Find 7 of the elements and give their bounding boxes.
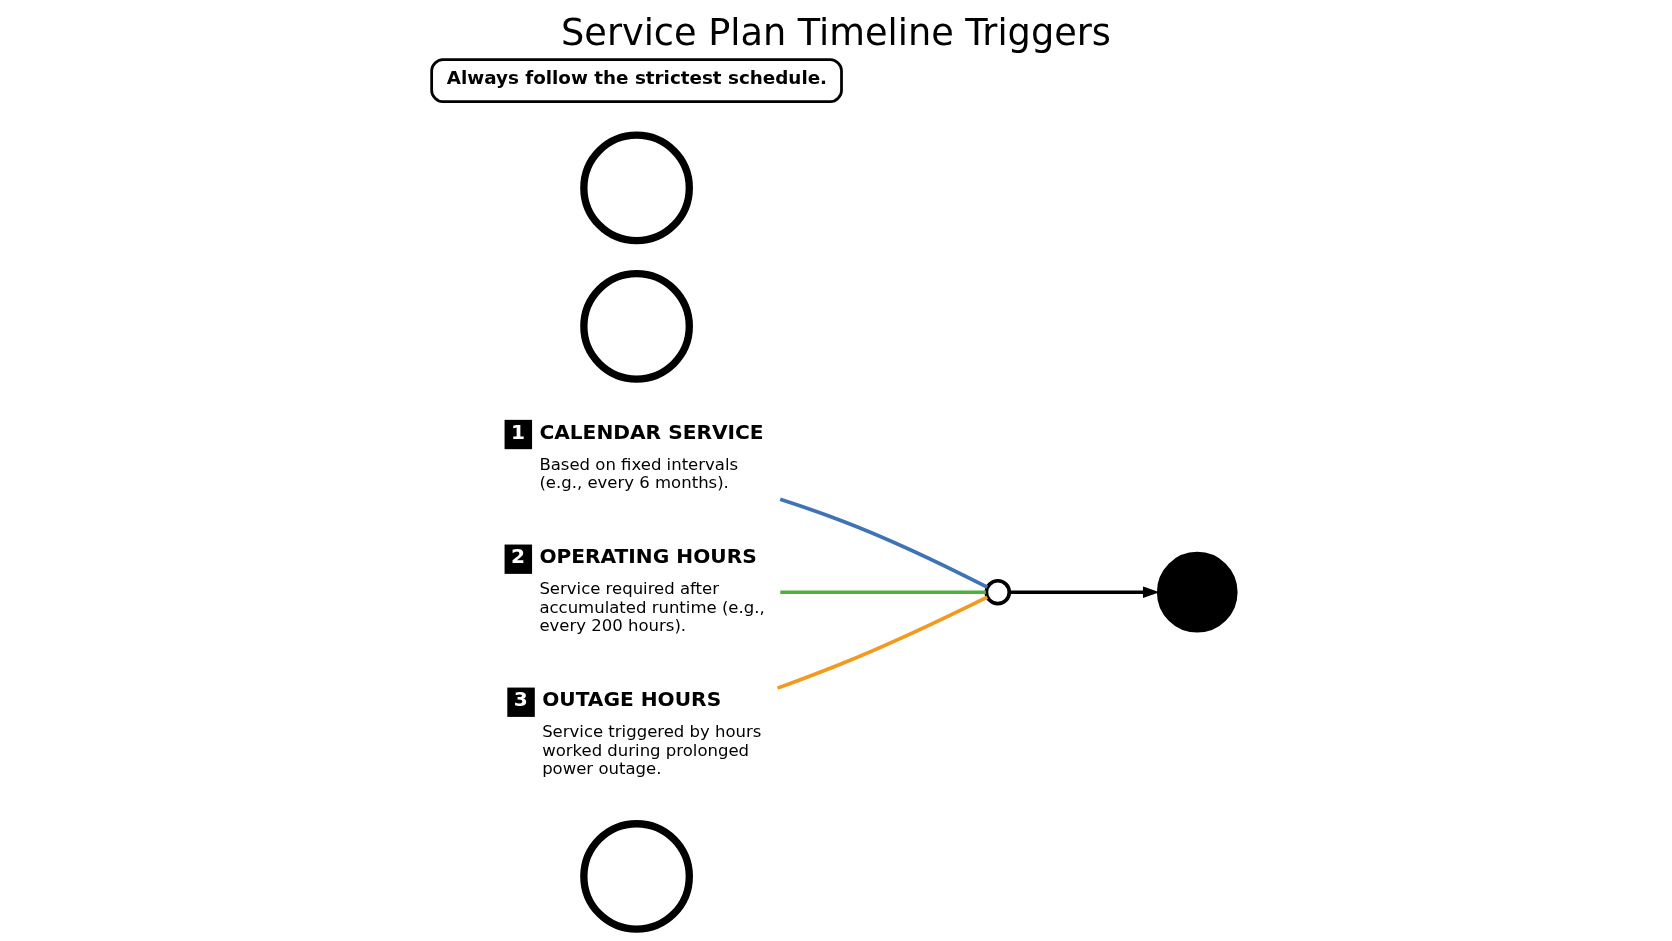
diagram-title: Service Plan Timeline Triggers [561,10,1111,54]
node-label: Service required after accumulated runtime (e.g., every 200 hours). [539,579,765,636]
node-label: OUTAGE HOURS [542,687,722,712]
node-label: OPERATING HOURS [539,544,757,569]
node-label: Based on fixed intervals (e.g., every 6 months). [539,454,739,493]
node-label: CALENDAR SERVICE [539,419,764,444]
node-label: Service triggered by hours worked during prolonged power outage. [542,722,762,779]
